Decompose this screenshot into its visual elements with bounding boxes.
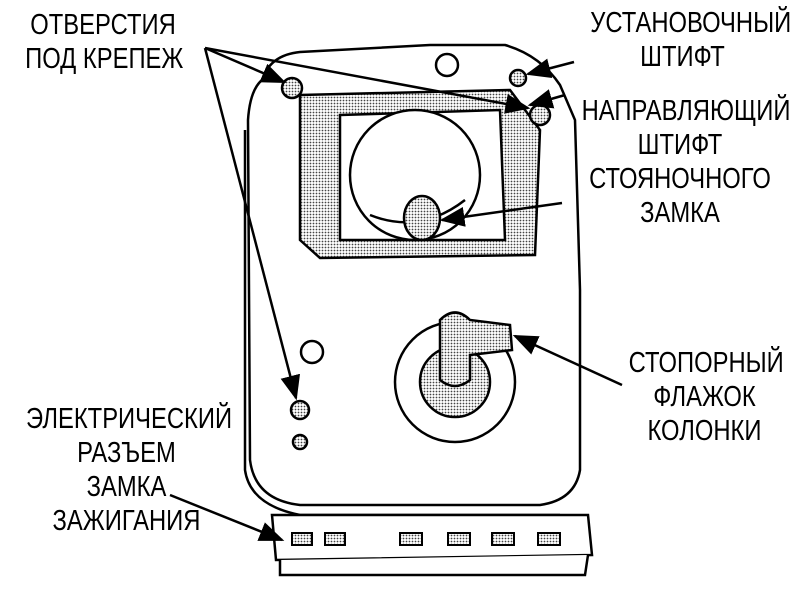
arrow-ignition-connector bbox=[169, 493, 285, 542]
guide-pin-hole bbox=[528, 103, 552, 127]
hole-top-center bbox=[434, 52, 460, 78]
label-line: УСТАНОВОЧНЫЙ bbox=[590, 7, 792, 39]
label-locating-pin: УСТАНОВОЧНЫЙ ШТИФТ bbox=[590, 6, 792, 74]
label-line: СТОЯНОЧНОГО bbox=[589, 163, 771, 195]
arrow-locating-pin bbox=[525, 58, 575, 78]
arrow-mounting-to-pin bbox=[204, 46, 531, 114]
label-park-lock-guide-pin: НАПРАВЛЯЮЩИЙ ШТИФТ СТОЯНОЧНОГО ЗАМКА bbox=[581, 94, 791, 230]
mounting-hole-top bbox=[280, 76, 304, 100]
column-lock-flag bbox=[438, 311, 514, 388]
arrow-park-lock-pin bbox=[439, 201, 563, 227]
label-line: ЗАМКА bbox=[86, 471, 167, 503]
arrow-column-lock-flag bbox=[512, 334, 623, 387]
connector-base bbox=[278, 554, 590, 577]
label-line: НАПРАВЛЯЮЩИЙ bbox=[581, 95, 791, 127]
label-ignition-connector: ЭЛЕКТРИЧЕСКИЙ РАЗЪЕМ ЗАМКА ЗАЖИГАНИЯ bbox=[26, 402, 233, 538]
label-line: ШТИФТ bbox=[640, 41, 725, 73]
mounting-hole-bottom bbox=[289, 399, 311, 421]
connector-slots bbox=[291, 532, 561, 546]
label-line: КОЛОНКИ bbox=[647, 415, 762, 447]
ignition-connector bbox=[270, 513, 594, 562]
label-line: ЗАЖИГАНИЯ bbox=[52, 505, 201, 537]
arrow-mounting-hole-bottom bbox=[203, 47, 301, 401]
arrow-guide-pin bbox=[527, 89, 566, 109]
label-line: ЗАМКА bbox=[640, 197, 720, 229]
label-line: РАЗЪЕМ bbox=[77, 437, 176, 469]
label-line: СТОПОРНЫЙ bbox=[628, 347, 784, 379]
hole-left-middle bbox=[299, 339, 325, 365]
small-hole-bottom bbox=[291, 433, 309, 451]
label-line: ОТВЕРСТИЯ bbox=[30, 9, 176, 41]
label-line: ЭЛЕКТРИЧЕСКИЙ bbox=[26, 403, 233, 435]
locating-pin bbox=[508, 68, 528, 88]
arrow-mounting-hole-top bbox=[204, 46, 287, 84]
label-line: ШТИФТ bbox=[637, 129, 723, 161]
park-lock-guide-pin bbox=[402, 194, 442, 242]
label-line: ПОД КРЕПЕЖ bbox=[25, 43, 184, 75]
label-line: ФЛАЖОК bbox=[653, 381, 756, 413]
label-mounting-holes: ОТВЕРСТИЯ ПОД КРЕПЕЖ bbox=[25, 8, 184, 76]
label-column-lock-flag: СТОПОРНЫЙ ФЛАЖОК КОЛОНКИ bbox=[628, 346, 784, 448]
